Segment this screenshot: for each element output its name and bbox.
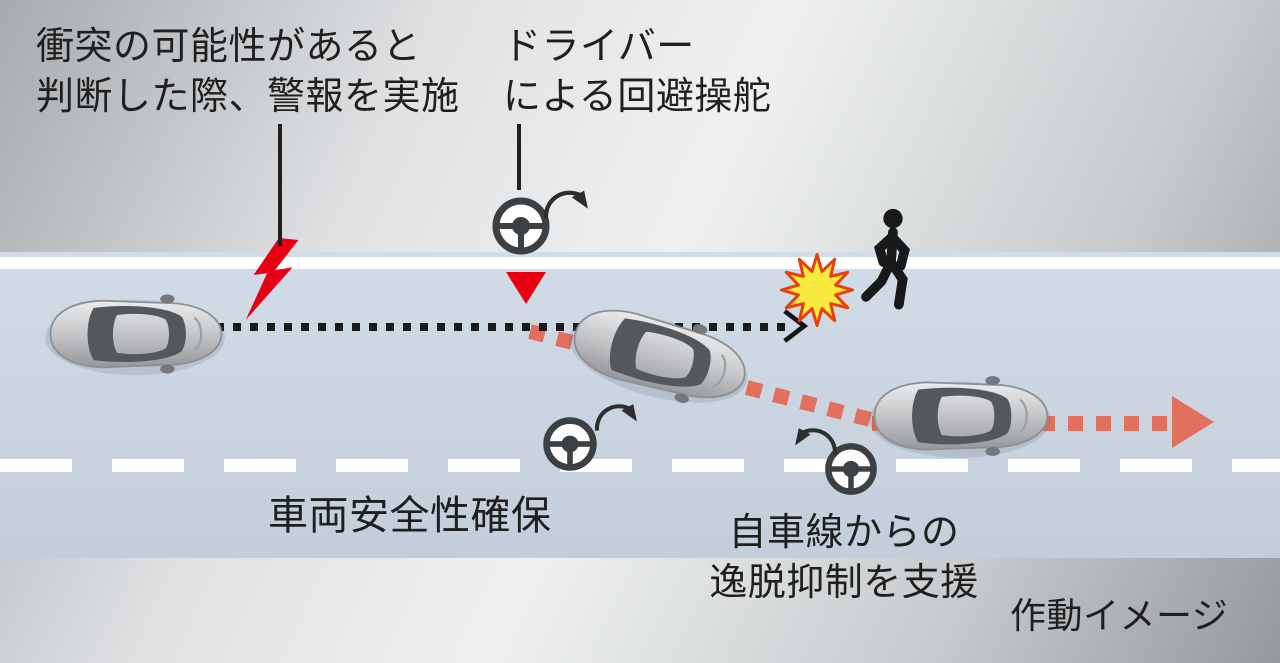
label-vehicle-safety: 車両安全性確保: [268, 494, 552, 538]
car-icon-start: [36, 286, 234, 382]
rotation-arrow-icon-lane-keep: [792, 420, 840, 460]
pedestrian-icon: [856, 206, 930, 322]
label-driver-avoidance: ドライバー による回避操舵: [503, 22, 771, 122]
original-path-dotted: [216, 323, 786, 331]
alert-marker-triangle-icon: [506, 272, 546, 304]
pointer-line-warning: [278, 124, 282, 246]
collision-starburst-icon: [780, 252, 854, 328]
pointer-line-driver: [517, 124, 521, 190]
warning-lightning-icon: [244, 238, 302, 320]
lane-line-dashed: [0, 459, 1280, 472]
label-lane-keep: 自車線からの 逸脱抑制を支援: [688, 508, 1000, 608]
label-driver-avoidance-line1: ドライバー: [503, 26, 695, 68]
label-lane-keep-line1: 自車線からの: [728, 512, 960, 554]
label-collision-warning-line1: 衝突の可能性があると: [36, 26, 422, 68]
rotation-arrow-icon-driver: [541, 182, 591, 224]
car-icon-result: [860, 368, 1060, 464]
label-collision-warning: 衝突の可能性があると 判断した際、警報を実施: [36, 22, 460, 122]
road: [0, 252, 1280, 558]
steering-wheel-icon-safety: [540, 414, 600, 474]
rotation-arrow-icon-safety: [592, 396, 640, 436]
avoidance-path-arrowhead-icon: [1172, 396, 1214, 448]
lane-line-solid: [0, 257, 1280, 269]
label-lane-keep-line2: 逸脱抑制を支援: [709, 562, 979, 605]
label-driver-avoidance-line2: による回避操舵: [503, 76, 772, 119]
diagram-caption: 作動イメージ: [1010, 595, 1229, 636]
label-collision-warning-line2: 判断した際、警報を実施: [36, 76, 460, 119]
